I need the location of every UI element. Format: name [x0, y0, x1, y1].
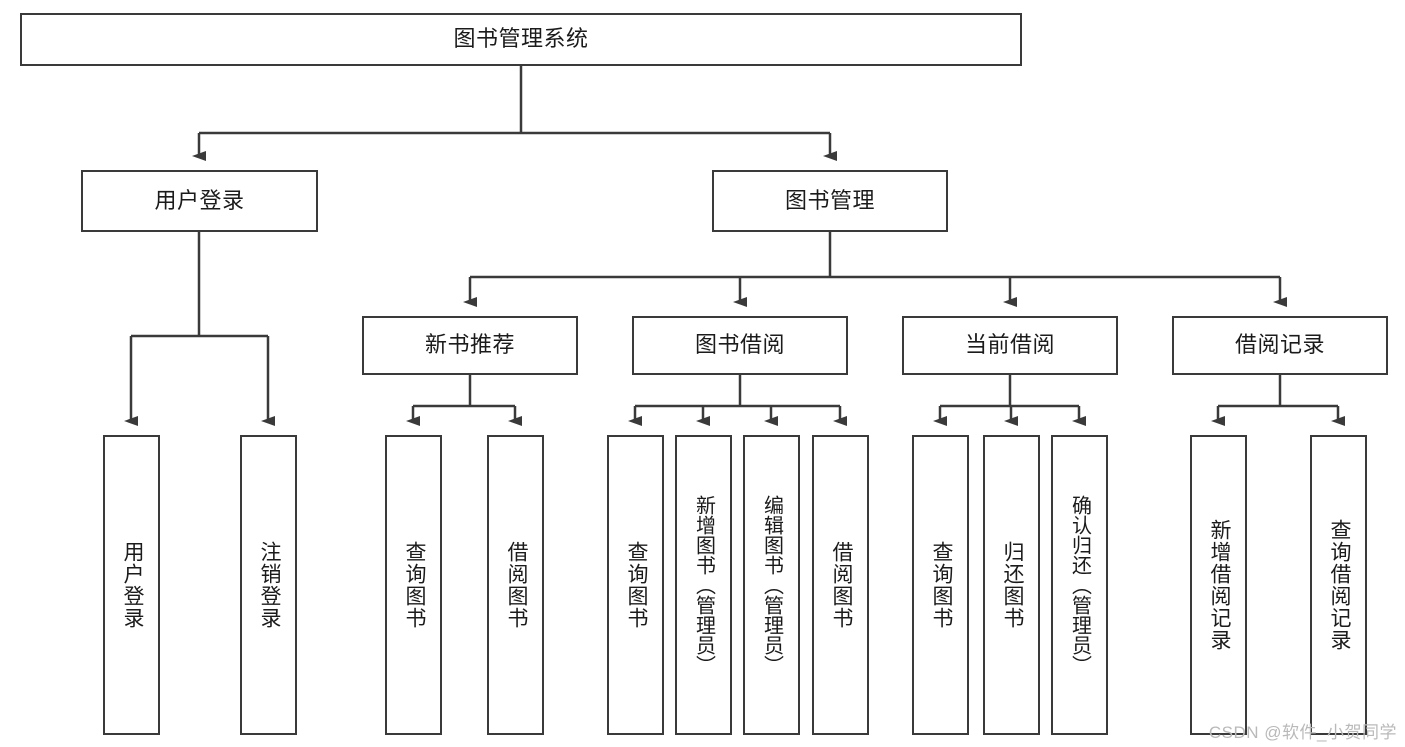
node-leaf-query-book-2[interactable]: 查询图书 [607, 435, 664, 735]
node-leaf-return-book[interactable]: 归还图书 [983, 435, 1040, 735]
node-label: 查询图书 [929, 541, 953, 629]
node-leaf-user-logout[interactable]: 注销登录 [240, 435, 297, 735]
node-leaf-query-borrow-record[interactable]: 查询借阅记录 [1310, 435, 1367, 735]
node-leaf-edit-book-admin[interactable]: 编辑图书（管理员） [743, 435, 800, 735]
node-label: 确认归还（管理员） [1068, 495, 1091, 675]
node-label: 编辑图书（管理员） [760, 495, 783, 675]
node-leaf-confirm-return-admin[interactable]: 确认归还（管理员） [1051, 435, 1108, 735]
node-leaf-user-login[interactable]: 用户登录 [103, 435, 160, 735]
node-book-management[interactable]: 图书管理 [712, 170, 948, 232]
watermark: CSDN @软件_小贺同学 [1208, 723, 1397, 742]
node-book-borrow[interactable]: 图书借阅 [632, 316, 848, 375]
node-book-management-system[interactable]: 图书管理系统 [20, 13, 1022, 66]
node-label: 归还图书 [1000, 541, 1024, 629]
node-user-login[interactable]: 用户登录 [81, 170, 318, 232]
node-leaf-add-book-admin[interactable]: 新增图书（管理员） [675, 435, 732, 735]
node-leaf-borrow-book-2[interactable]: 借阅图书 [812, 435, 869, 735]
node-label: 新增图书（管理员） [692, 495, 715, 675]
node-current-borrow[interactable]: 当前借阅 [902, 316, 1118, 375]
node-label: 借阅记录 [1234, 332, 1325, 358]
node-label: 当前借阅 [964, 332, 1055, 358]
node-label: 查询图书 [624, 541, 648, 629]
node-label: 图书管理系统 [453, 26, 589, 52]
node-borrow-record[interactable]: 借阅记录 [1172, 316, 1388, 375]
node-leaf-query-book-3[interactable]: 查询图书 [912, 435, 969, 735]
node-label: 查询借阅记录 [1327, 519, 1351, 651]
node-label: 图书管理 [784, 187, 875, 213]
node-leaf-borrow-book-1[interactable]: 借阅图书 [487, 435, 544, 735]
node-label: 用户登录 [120, 541, 144, 629]
node-label: 查询图书 [402, 541, 426, 629]
node-label: 新书推荐 [424, 332, 515, 358]
node-label: 用户登录 [154, 187, 245, 213]
node-leaf-query-book-1[interactable]: 查询图书 [385, 435, 442, 735]
node-label: 借阅图书 [504, 541, 528, 629]
node-label: 注销登录 [257, 541, 281, 629]
node-label: 借阅图书 [829, 541, 853, 629]
node-label: 图书借阅 [694, 332, 785, 358]
node-leaf-add-borrow-record[interactable]: 新增借阅记录 [1190, 435, 1247, 735]
node-new-book-recommend[interactable]: 新书推荐 [362, 316, 578, 375]
node-label: 新增借阅记录 [1207, 519, 1231, 651]
